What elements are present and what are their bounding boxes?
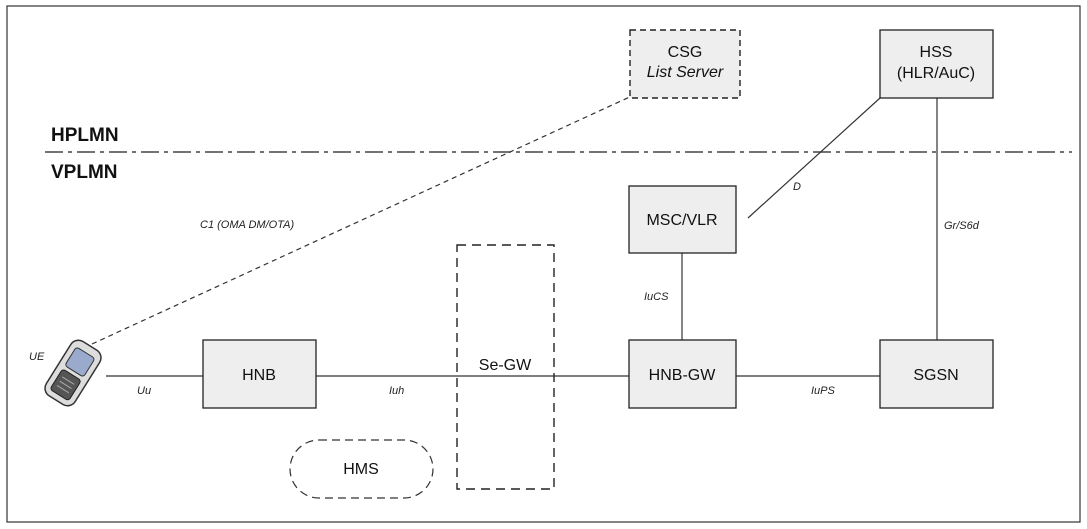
region-label-hplmn: HPLMN bbox=[51, 125, 119, 146]
csg-list-server-label: List Server bbox=[647, 64, 724, 81]
interface-label-c1: C1 (OMA DM/OTA) bbox=[200, 219, 294, 231]
hnb-box bbox=[202, 339, 317, 409]
hnb-gw-box bbox=[628, 339, 737, 409]
sgsn-box bbox=[879, 339, 994, 409]
csg-list-server-box bbox=[629, 29, 741, 99]
hms-label: HMS bbox=[343, 461, 379, 478]
se-gw-box bbox=[456, 244, 555, 490]
hss-box bbox=[879, 29, 994, 99]
mobile-phone-icon bbox=[44, 339, 102, 407]
interface-label-gr-s6d: Gr/S6d bbox=[944, 220, 980, 232]
sgsn-label: SGSN bbox=[913, 367, 958, 384]
se-gw-label: Se-GW bbox=[479, 357, 532, 374]
interface-label-d: D bbox=[793, 181, 801, 193]
link-d bbox=[747, 97, 881, 219]
interface-label-iucs: IuCS bbox=[644, 291, 669, 303]
interface-label-iups: IuPS bbox=[811, 385, 836, 397]
interface-label-uu: Uu bbox=[137, 385, 151, 397]
interface-label-iuh: Iuh bbox=[389, 385, 404, 397]
ue-label: UE bbox=[29, 351, 45, 363]
csg-label: CSG bbox=[668, 44, 703, 61]
msc-vlr-label: MSC/VLR bbox=[646, 212, 717, 229]
region-label-vplmn: VPLMN bbox=[51, 162, 118, 183]
hnb-gw-label: HNB-GW bbox=[649, 367, 717, 384]
hss-hlr-auc-label: (HLR/AuC) bbox=[897, 65, 975, 82]
hss-label: HSS bbox=[920, 44, 953, 61]
link-c1 bbox=[91, 94, 635, 345]
hms-shape bbox=[289, 439, 434, 499]
hnb-label: HNB bbox=[242, 367, 276, 384]
msc-vlr-box bbox=[628, 185, 737, 254]
